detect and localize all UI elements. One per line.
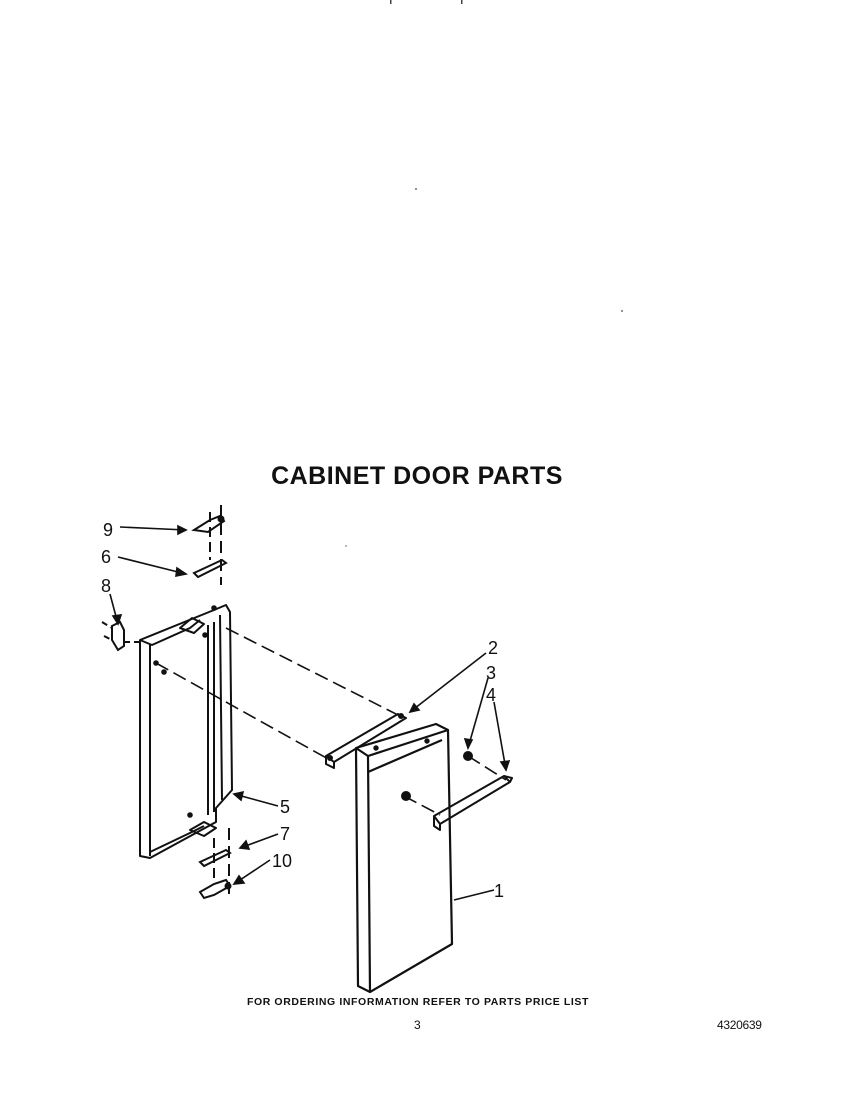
leader-lines [109,524,511,901]
bottom-hinge-parts [198,828,232,900]
top-hinge-parts [191,505,228,585]
side-clip-part [101,620,140,652]
callout-9: 9 [103,520,113,540]
assembly-lines [155,627,507,816]
handle-parts [401,751,513,831]
callout-numbers: 9 6 8 2 3 4 5 7 10 1 [101,520,504,901]
page-title: CABINET DOOR PARTS [271,462,563,490]
callout-10: 10 [272,851,292,871]
page-number: 3 [414,1018,421,1032]
document-number: 4320639 [717,1018,762,1032]
cabinet-door-part [354,722,454,994]
ordering-note: FOR ORDERING INFORMATION REFER TO PARTS … [246,996,590,1008]
callout-4: 4 [486,685,496,705]
callout-3: 3 [486,663,496,683]
scan-marks [345,0,623,547]
callout-6: 6 [101,547,111,567]
callout-8: 8 [101,576,111,596]
callout-2: 2 [488,638,498,658]
callout-1: 1 [494,881,504,901]
door-frame-part [139,604,233,859]
callout-7: 7 [280,824,290,844]
hinge-strip-part [325,713,407,769]
callout-5: 5 [280,797,290,817]
